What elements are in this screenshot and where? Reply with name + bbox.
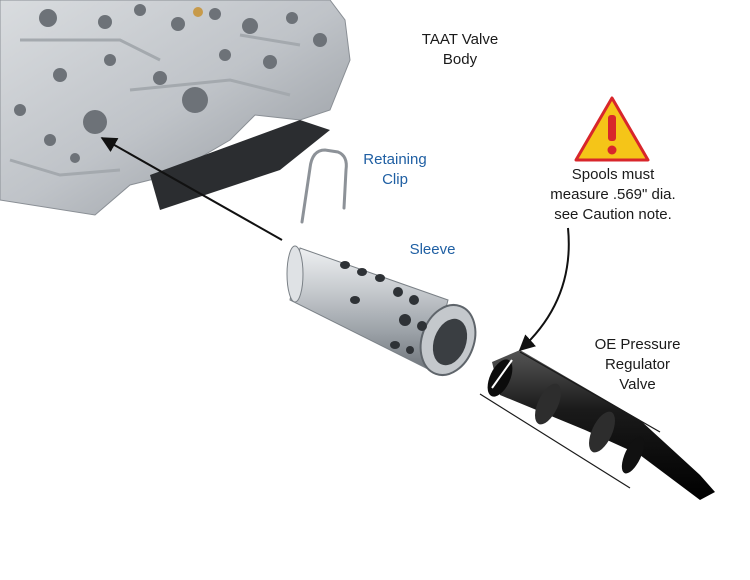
caution-label-line-3: see Caution note.	[554, 206, 672, 223]
caution-label: Spools must measure .569" dia. see Cauti…	[538, 165, 688, 225]
regulator-valve-label-line-3: Valve	[619, 376, 656, 393]
valve-body-label-line-2: Body	[442, 51, 478, 68]
valve-body-label: TAAT Valve Body	[405, 30, 515, 70]
warning-triangle-icon	[574, 96, 650, 162]
regulator-valve-label: OE Pressure Regulator Valve	[575, 335, 700, 395]
insertion-arrow	[100, 137, 283, 241]
caution-label-line-2: measure .569" dia.	[550, 186, 676, 203]
retaining-clip-label-line-1: Retaining	[363, 151, 427, 168]
pressure-regulator-valve-image	[479, 350, 715, 500]
sleeve-label: Sleeve	[395, 240, 470, 260]
retaining-clip-image	[300, 148, 348, 224]
sleeve-label-text: Sleeve	[409, 241, 456, 258]
regulator-valve-label-line-2: Regulator	[604, 356, 671, 373]
sleeve-image	[286, 245, 477, 376]
caution-label-line-1: Spools must	[571, 166, 655, 183]
valve-body-label-line-1: TAAT Valve	[421, 31, 499, 48]
diameter-dimension-arrow	[491, 359, 513, 389]
caution-callout-arrow	[518, 227, 570, 352]
retaining-clip-label: Retaining Clip	[350, 150, 440, 190]
retaining-clip-label-line-2: Clip	[382, 171, 408, 188]
regulator-valve-label-line-1: OE Pressure	[594, 336, 681, 353]
valve-body-image	[0, 0, 351, 216]
